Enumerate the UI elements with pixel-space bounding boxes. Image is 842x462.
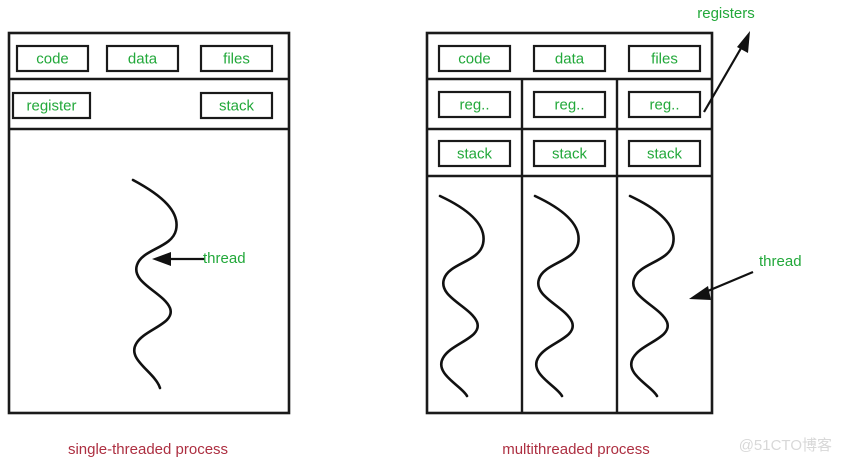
thread-arrow-head-left [152,252,171,266]
box-reg-1 [437,90,512,119]
registers-row-right: reg.. reg.. reg.. [437,90,702,119]
label-data-left: data [128,50,158,67]
single-threaded-process-figure: code data files register stack thread [7,31,291,458]
label-stack-3: stack [647,145,683,162]
stacks-row-right: stack stack stack [437,139,702,168]
box-stack-2 [532,139,607,168]
box-data-right [532,44,607,73]
box-register-left [11,91,92,120]
label-register-left: register [26,97,76,114]
process-outer-frame-left [7,31,291,415]
label-stack-1: stack [457,145,493,162]
label-reg-3: reg.. [649,96,679,113]
label-files-left: files [223,50,250,67]
label-stack-left: stack [219,97,255,114]
thread-annotation-label-right: thread [759,253,802,270]
box-stack-1 [437,139,512,168]
box-reg-3 [627,90,702,119]
caption-multithreaded: multithreaded process [502,441,650,458]
label-reg-2: reg.. [554,96,584,113]
label-stack-2: stack [552,145,588,162]
multithreaded-process-figure: code data files reg.. reg.. reg.. stack [425,5,802,458]
thread-squiggle-right-1 [438,194,485,398]
thread-annotation-left: thread [152,250,246,267]
box-reg-2 [532,90,607,119]
thread-annotation-right: thread [689,253,802,300]
label-code-left: code [36,50,69,67]
box-code-right [437,44,512,73]
thread-arrow-line-right [702,270,754,295]
box-code-left [15,44,90,73]
label-code-right: code [458,50,491,67]
watermark-text: @51CTO博客 [739,437,832,454]
thread-squiggle-right-2 [533,194,580,398]
thread-annotation-label-left: thread [203,250,246,267]
registers-annotation-label: registers [697,5,755,22]
box-files-left [199,44,274,73]
box-stack-3 [627,139,702,168]
label-reg-1: reg.. [459,96,489,113]
shared-resources-row-right: code data files [437,44,702,73]
caption-single-threaded: single-threaded process [68,441,228,458]
shared-resources-row-left: code data files [15,44,274,73]
box-data-left [105,44,180,73]
box-files-right [627,44,702,73]
registers-arrow-head [737,31,750,53]
thread-squiggle-left [131,178,178,390]
thread-arrow-head-right [689,286,711,300]
label-data-right: data [555,50,585,67]
box-stack-left [199,91,274,120]
registers-annotation: registers [697,5,755,113]
label-files-right: files [651,50,678,67]
private-resources-row-left: register stack [11,91,274,120]
thread-squiggle-right-3 [628,194,675,398]
registers-arrow-line [703,42,745,113]
